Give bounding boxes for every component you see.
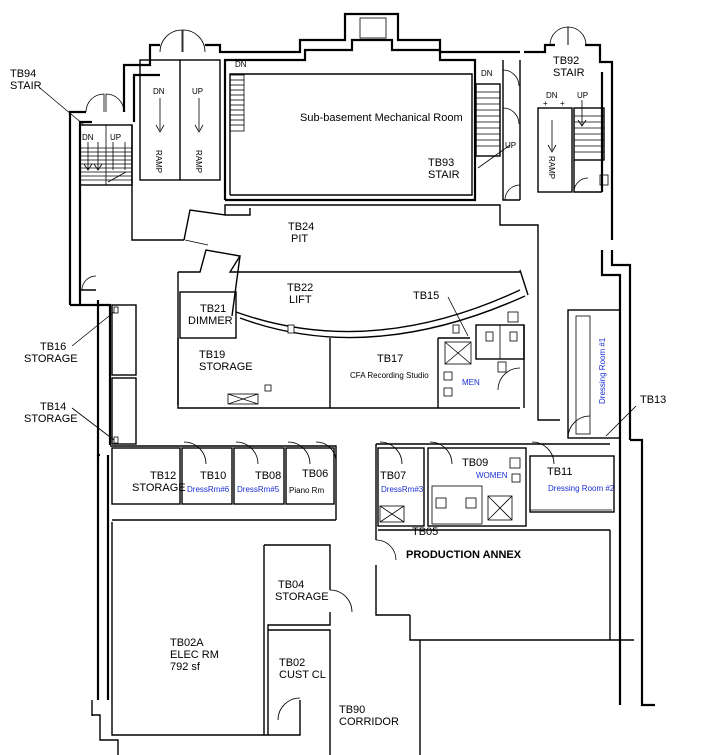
tb12-name: STORAGE [132,482,186,494]
tb90-name: CORRIDOR [339,716,399,728]
tb05-id: TB05 [412,526,438,538]
tb08-id: TB08 [255,470,281,482]
annex-label: PRODUCTION ANNEX [406,549,522,561]
ramp-left [139,29,221,181]
tb94-dn: DN [82,133,94,142]
tb02a-area: 792 sf [170,661,201,673]
ramp-left-label-2: RAMP [194,150,203,173]
tb11-name: Dressing Room #2 [548,484,615,493]
tb14-id: TB14 [40,401,66,413]
exterior-walls [68,12,655,755]
tb09-id: TB09 [462,457,488,469]
tb94-name: STAIR [10,80,42,92]
tb15-id: TB15 [413,290,439,302]
tb14-name: STORAGE [24,413,78,425]
tb02a-id: TB02A [170,637,204,649]
tb93-dn: DN [481,69,493,78]
tb94-up: UP [110,133,121,142]
tb19-id: TB19 [199,349,225,361]
lower-area [91,522,634,755]
tb09-name: WOMEN [476,471,508,480]
tb06-name: Piano Rm [289,486,324,495]
tb17-id: TB17 [377,353,403,365]
pit-lift-area [177,204,539,405]
svg-text:+: + [560,99,565,108]
row-east-rooms [375,441,615,540]
stair-tb92: ++ [537,26,609,193]
ramp-right-label: RAMP [547,156,556,179]
left-storage [71,304,137,445]
mech-dn: DN [235,60,247,69]
mech-room-label: Sub-basement Mechanical Room [300,112,463,124]
tb11-id: TB11 [547,466,572,478]
tb19-name: STORAGE [199,361,253,373]
tb02-name: CUST CL [279,669,326,681]
stair-tb94 [79,93,184,291]
stair-tb93 [475,60,521,201]
mid-rooms [177,291,525,409]
dress1-label: Dressing Room #1 [598,337,607,404]
tb22-name: LIFT [289,294,312,306]
tb07-name: DressRm#3 [381,485,424,494]
ramp-left-label-1: RAMP [154,150,163,173]
svg-text:+: + [543,99,548,108]
tb08-name: DressRm#5 [237,485,280,494]
tb21-id: TB21 [200,303,226,315]
tb92-dn: DN [546,91,558,100]
tb93-id: TB93 [428,157,454,169]
tb93-name: STAIR [428,169,460,181]
men-label: MEN [462,378,480,387]
tb24-id: TB24 [288,221,314,233]
tb24-name: PIT [291,233,308,245]
tb22-id: TB22 [287,282,313,294]
row-west-rooms [110,441,337,521]
tb92-name: STAIR [553,67,585,79]
tb07-id: TB07 [380,470,406,482]
tb94-leader [39,87,85,126]
tb92-up: UP [577,91,588,100]
tb12-id: TB12 [150,470,176,482]
tb21-name: DIMMER [188,315,233,327]
tb04-id: TB04 [278,579,304,591]
tb02a-name: ELEC RM [170,649,219,661]
tb16-id: TB16 [40,341,66,353]
tb06-id: TB06 [302,468,328,480]
tb16-name: STORAGE [24,353,78,365]
tb10-name: DressRm#6 [187,485,230,494]
tb90-id: TB90 [339,704,365,716]
dressing-room-1 [537,270,637,439]
mechanical-room [223,17,477,202]
tb92-id: TB92 [553,55,579,67]
tb13-id: TB13 [640,394,666,406]
ramp-left-dn: DN [153,87,165,96]
tb02-id: TB02 [279,657,305,669]
tb17-name: CFA Recording Studio [350,371,429,380]
tb93-up: UP [505,141,516,150]
tb04-name: STORAGE [275,591,329,603]
ramp-left-up: UP [192,87,203,96]
tb10-id: TB10 [200,470,226,482]
tb94-id: TB94 [10,68,36,80]
